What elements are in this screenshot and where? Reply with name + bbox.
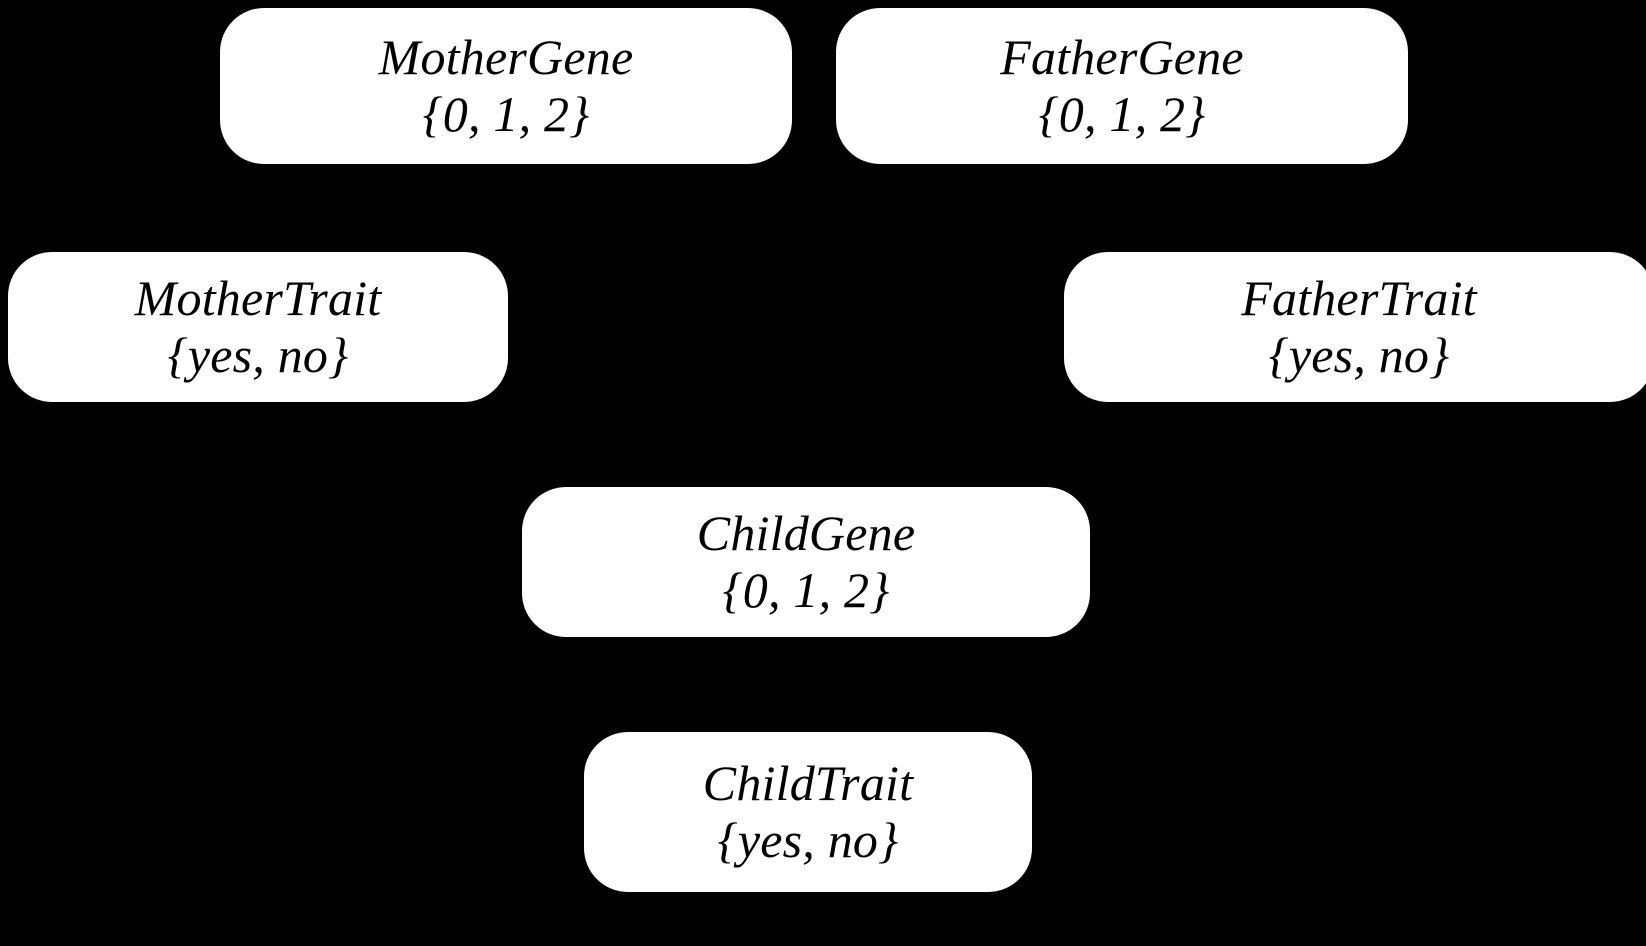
node-father-gene[interactable]: FatherGene {0, 1, 2}: [836, 8, 1408, 164]
node-father-gene-label: FatherGene: [1000, 29, 1244, 85]
node-child-trait-domain: {yes, no}: [717, 812, 899, 868]
node-mother-gene-label: MotherGene: [378, 29, 634, 85]
node-father-trait-domain: {yes, no}: [1268, 327, 1450, 383]
node-mother-trait-label: MotherTrait: [134, 270, 382, 326]
node-mother-trait-domain: {yes, no}: [167, 327, 349, 383]
node-child-gene-domain: {0, 1, 2}: [722, 562, 890, 618]
node-father-trait[interactable]: FatherTrait {yes, no}: [1064, 252, 1646, 402]
node-mother-gene-domain: {0, 1, 2}: [422, 86, 590, 142]
node-mother-trait[interactable]: MotherTrait {yes, no}: [8, 252, 508, 402]
node-father-trait-label: FatherTrait: [1241, 270, 1477, 326]
node-father-gene-domain: {0, 1, 2}: [1038, 86, 1206, 142]
node-child-gene[interactable]: ChildGene {0, 1, 2}: [522, 487, 1090, 637]
node-child-trait[interactable]: ChildTrait {yes, no}: [584, 732, 1032, 892]
node-child-trait-label: ChildTrait: [702, 755, 914, 811]
node-mother-gene[interactable]: MotherGene {0, 1, 2}: [220, 8, 792, 164]
node-child-gene-label: ChildGene: [696, 505, 916, 561]
